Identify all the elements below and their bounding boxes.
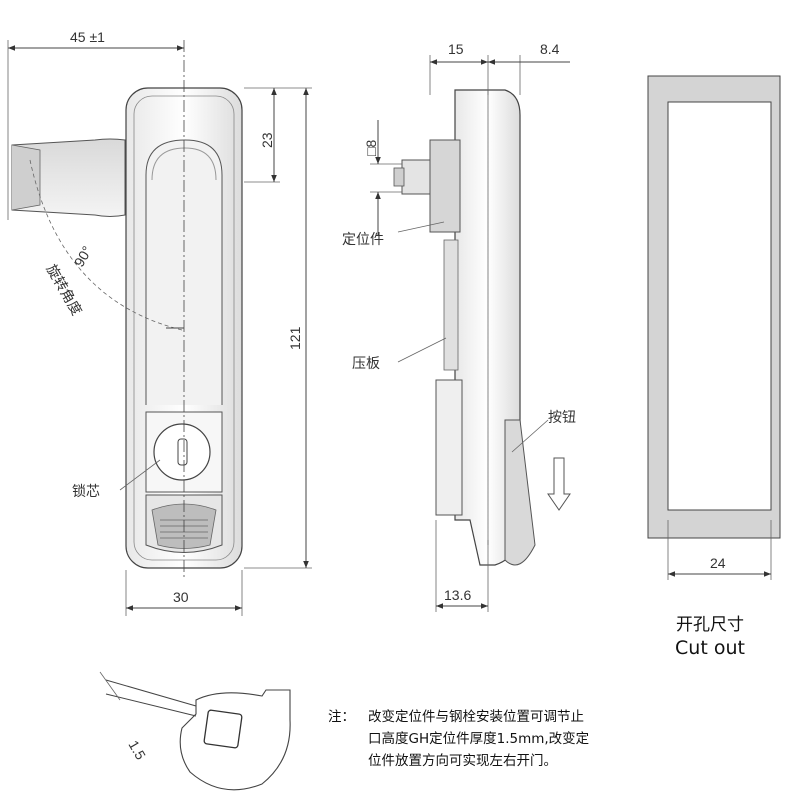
dim-side-depth-right: 8.4 [540, 41, 560, 57]
dim-cam-thickness: 1.5 [125, 738, 149, 763]
dim-side-depth-top: 15 [448, 41, 464, 57]
dim-width-total: 45 ±1 [70, 29, 105, 45]
cutout-view: 24 [647, 75, 781, 580]
lock-core-label: 锁芯 [72, 484, 100, 500]
cutout-title-en: Cut out [675, 637, 745, 659]
note-line: 改变定位件与钢栓安装位置可调节止 [368, 709, 584, 725]
side-dimensions: 15 8.4 □8 定位件 压板 按钮 13.6 [342, 41, 576, 612]
note-label: 注： [328, 709, 355, 725]
note-line: 位件放置方向可实现左右开门。 [368, 753, 557, 769]
side-view [393, 89, 536, 566]
cam-detail: 1.5 [99, 671, 291, 791]
cutout-title: 开孔尺寸 Cut out [640, 610, 780, 659]
rotation-angle: 90° [71, 243, 95, 269]
installation-note: 注： 改变定位件与钢栓安装位置可调节止 口高度GH定位件厚度1.5mm,改变定 … [328, 706, 708, 772]
down-arrow-icon [547, 457, 571, 511]
button-label: 按钮 [548, 410, 576, 426]
dim-side-bottom: 13.6 [444, 587, 471, 603]
front-view [11, 40, 243, 580]
dim-cutout-width: 24 [710, 555, 726, 571]
positioner-label: 定位件 [342, 232, 384, 248]
rotation-label: 旋转角度 [43, 262, 85, 318]
dim-base-width: 30 [173, 589, 189, 605]
pressure-plate-label: 压板 [352, 356, 380, 372]
note-line: 口高度GH定位件厚度1.5mm,改变定 [368, 731, 590, 747]
dim-top-height: 23 [259, 132, 275, 148]
dim-square-shaft: □8 [363, 140, 379, 156]
dim-total-height: 121 [287, 326, 303, 350]
cutout-title-zh: 开孔尺寸 [676, 615, 744, 635]
